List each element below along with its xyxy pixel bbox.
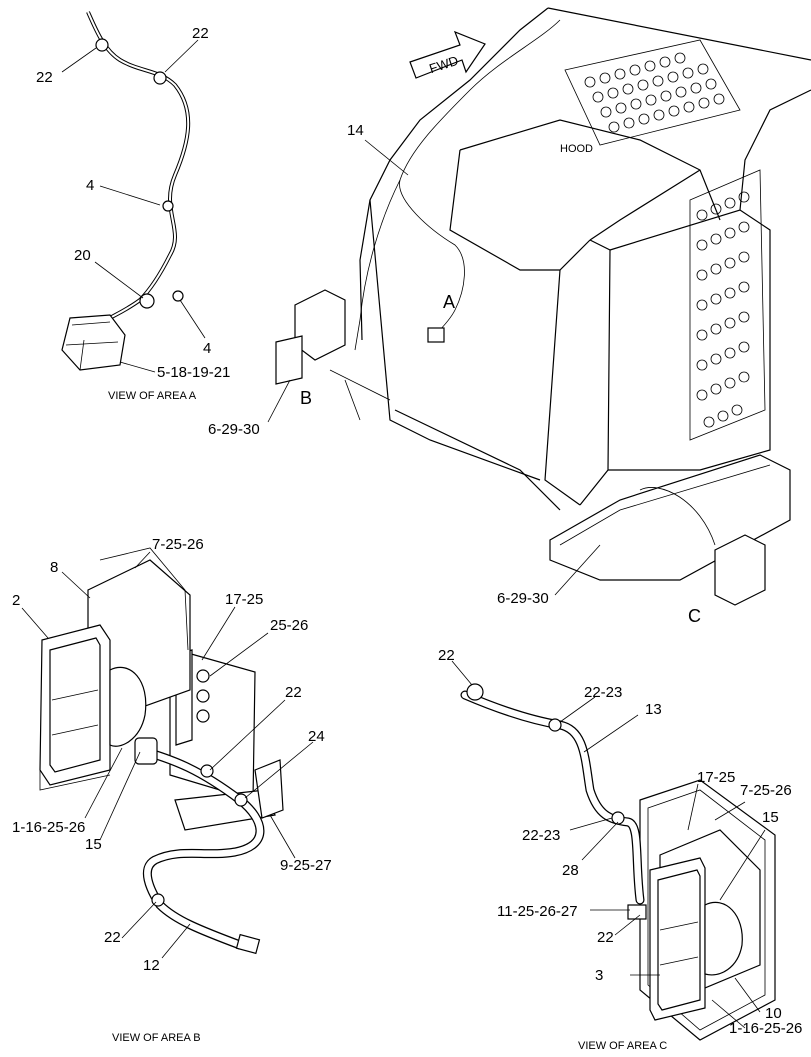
callout-c-13: 13	[645, 701, 662, 718]
callout-b-7-25-26: 7-25-26	[152, 536, 204, 553]
callout-b-22-mid: 22	[285, 684, 302, 701]
work-lamp-c-small	[639, 487, 766, 606]
callout-c-22-23-top: 22-23	[584, 684, 622, 701]
caption-area-b: VIEW OF AREA B	[112, 1032, 201, 1044]
work-lamp-c	[649, 829, 761, 1021]
view-area-a: 22 22 4 20 4 5-18-19-21 VIEW OF AREA A	[36, 11, 230, 402]
callout-c-15: 15	[762, 809, 779, 826]
callout-a-4-upper: 4	[86, 177, 94, 194]
callout-c-22-23-mid: 22-23	[522, 827, 560, 844]
hood-side-grille	[689, 169, 766, 441]
hood-label: HOOD	[560, 143, 593, 155]
callout-a-20: 20	[74, 247, 91, 264]
callout-c-10: 10	[765, 1005, 782, 1022]
work-lamp-b-small	[275, 289, 391, 421]
callout-b-25-26: 25-26	[270, 617, 308, 634]
view-area-b: 7-25-26 8 2 17-25 25-26 22 24 1-16-25-26…	[12, 536, 332, 1044]
caption-area-c: VIEW OF AREA C	[578, 1040, 667, 1052]
caption-area-a: VIEW OF AREA A	[108, 390, 197, 402]
callout-c-28: 28	[562, 862, 579, 879]
callout-c-11-25-26-27: 11-25-26-27	[497, 903, 578, 920]
callout-a-22-left: 22	[36, 69, 53, 86]
callout-main-14: 14	[347, 122, 364, 139]
callout-c-1-16-25-26: 1-16-25-26	[729, 1020, 802, 1037]
callout-b-12: 12	[143, 957, 160, 974]
hood-top-grille	[564, 39, 741, 146]
callout-main-6-29-30-left: 6-29-30	[208, 421, 260, 438]
callout-c-22-top: 22	[438, 647, 455, 664]
view-letter-b: B	[300, 388, 312, 408]
callout-b-1-16-25-26: 1-16-25-26	[12, 819, 85, 836]
callout-b-8: 8	[50, 559, 58, 576]
view-area-c: 22 22-23 13 17-25 7-25-26 22-23 15 28 11…	[438, 647, 802, 1052]
view-letter-a: A	[443, 292, 455, 312]
callout-c-17-25: 17-25	[697, 769, 735, 786]
callout-a-22-top: 22	[192, 25, 209, 42]
callout-main-6-29-30-bottom: 6-29-30	[497, 590, 549, 607]
view-letter-c: C	[688, 606, 701, 626]
main-machine-view: FWD	[208, 7, 811, 626]
callout-b-9-25-27: 9-25-27	[280, 857, 332, 874]
callout-b-2: 2	[12, 592, 20, 609]
callout-b-17-25: 17-25	[225, 591, 263, 608]
callout-c-3: 3	[595, 967, 603, 984]
callout-b-15: 15	[85, 836, 102, 853]
callout-b-24: 24	[308, 728, 325, 745]
fwd-arrow-icon: FWD	[409, 30, 486, 79]
callout-a-4-lower: 4	[203, 340, 211, 357]
callout-c-7-25-26: 7-25-26	[740, 782, 792, 799]
work-lamp-b	[39, 559, 191, 791]
callout-a-5-18-19-21: 5-18-19-21	[157, 364, 230, 381]
callout-b-22-low: 22	[104, 929, 121, 946]
callout-c-22-low: 22	[597, 929, 614, 946]
work-lamp-a	[61, 314, 126, 371]
